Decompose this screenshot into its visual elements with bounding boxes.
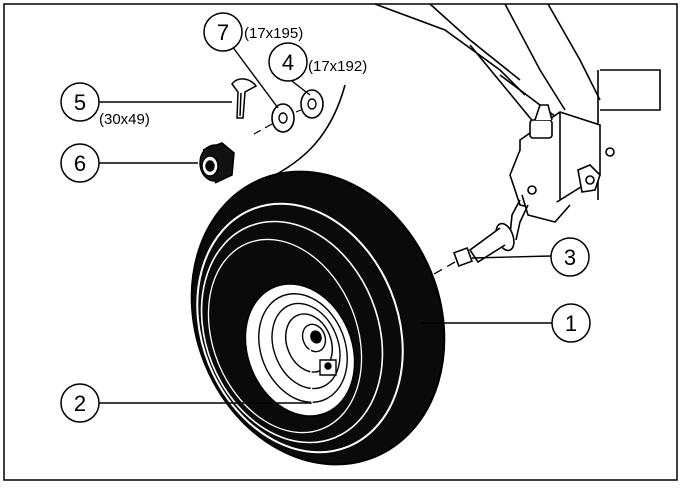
callout-7: 7 (17x195) bbox=[203, 12, 303, 52]
callout-4-dimension: (17x192) bbox=[308, 58, 367, 75]
callout-2: 2 bbox=[60, 383, 100, 423]
callout-1: 1 bbox=[551, 303, 591, 343]
callout-2-number: 2 bbox=[74, 391, 86, 416]
callout-5: 5 (30x49) bbox=[60, 82, 150, 128]
axle-bolt bbox=[453, 222, 515, 267]
callout-1-number: 1 bbox=[565, 311, 577, 336]
cotter-pin bbox=[231, 78, 258, 119]
callout-7-number: 7 bbox=[217, 20, 229, 45]
callout-3-number: 3 bbox=[564, 245, 576, 270]
callout-6: 6 bbox=[60, 143, 100, 183]
callout-4: 4 (17x192) bbox=[268, 42, 367, 82]
leader-lines bbox=[98, 41, 554, 404]
callout-5-number: 5 bbox=[74, 90, 86, 115]
wheel-rim bbox=[244, 283, 356, 417]
washer-outer bbox=[300, 89, 324, 119]
callout-5-dimension: (30x49) bbox=[99, 111, 150, 128]
leader-2-inner bbox=[309, 339, 313, 404]
callout-6-number: 6 bbox=[74, 151, 86, 176]
callout-7-dimension: (17x195) bbox=[244, 25, 303, 42]
callout-3: 3 bbox=[550, 237, 590, 277]
washer-inner bbox=[271, 103, 295, 133]
callout-4-number: 4 bbox=[282, 50, 294, 75]
castle-nut bbox=[199, 142, 235, 184]
